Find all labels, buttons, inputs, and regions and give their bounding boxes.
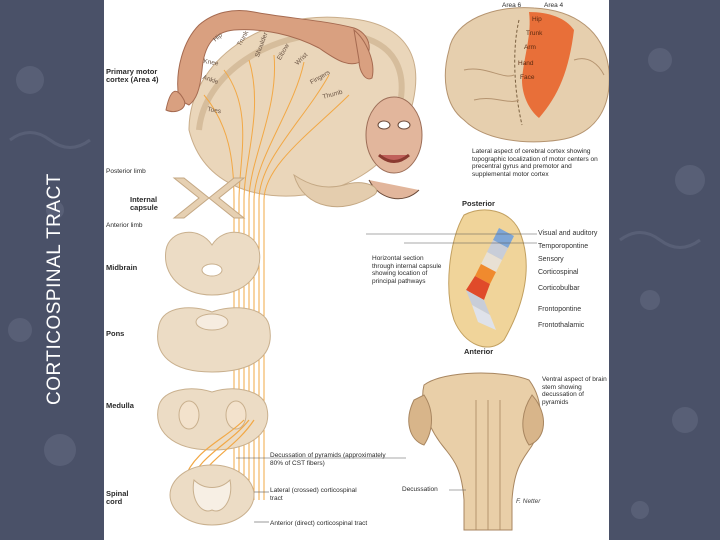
ventral-brainstem-view <box>423 373 541 530</box>
label-decussation: Decussation <box>402 486 438 494</box>
cortex-map-label: Face <box>520 74 534 81</box>
pathway-label: Temporopontine <box>538 243 588 250</box>
label-midbrain: Midbrain <box>106 264 137 272</box>
internal-capsule-left <box>174 178 209 218</box>
label-medulla: Medulla <box>106 402 134 410</box>
cortex-map-label: Trunk <box>526 30 542 37</box>
label-internal-capsule: Internal capsule <box>130 196 170 212</box>
cortex-map-label: Hand <box>518 60 534 67</box>
label-pons: Pons <box>106 330 124 338</box>
caption-ventral-aspect: Ventral aspect of brain stem showing dec… <box>542 376 608 406</box>
label-anterior-cst: Anterior (direct) corticospinal tract <box>270 520 410 528</box>
pathway-label: Frontopontine <box>538 306 581 313</box>
label-lateral-cst: Lateral (crossed) corticospinal tract <box>270 487 360 502</box>
label-spinal-cord: Spinal cord <box>106 490 136 506</box>
cortex-map-label: Arm <box>524 44 536 51</box>
label-anterior: Anterior <box>464 348 493 356</box>
cortex-map-label: Hip <box>532 16 542 23</box>
pathway-label: Frontothalamic <box>538 322 584 329</box>
pathway-label: Visual and auditory <box>538 230 597 237</box>
pathway-label: Sensory <box>538 256 564 263</box>
label-area-4: Area 4 <box>544 2 563 10</box>
caption-lateral-aspect: Lateral aspect of cerebral cortex showin… <box>472 148 606 178</box>
label-anterior-limb: Anterior limb <box>106 222 146 230</box>
slide-title: CORTICOSPINAL TRACT <box>0 0 70 540</box>
label-decussation-of-pyramids: Decussation of pyramids (approximately 8… <box>270 452 400 467</box>
label-primary-motor-cortex: Primary motor cortex (Area 4) <box>106 68 178 84</box>
slide-title-text: CORTICOSPINAL TRACT <box>44 173 66 405</box>
artist-signature: F. Netter <box>516 498 540 506</box>
label-area-6: Area 6 <box>502 2 521 10</box>
medulla-section <box>158 389 268 450</box>
label-posterior: Posterior <box>462 200 495 208</box>
caption-horizontal-section: Horizontal section through internal caps… <box>372 255 444 285</box>
label-posterior-limb: Posterior limb <box>106 168 146 176</box>
corticospinal-figure: Primary motor cortex (Area 4) Posterior … <box>104 0 609 540</box>
pathway-label: Corticospinal <box>538 269 578 276</box>
pathway-label: Corticobulbar <box>538 285 580 292</box>
